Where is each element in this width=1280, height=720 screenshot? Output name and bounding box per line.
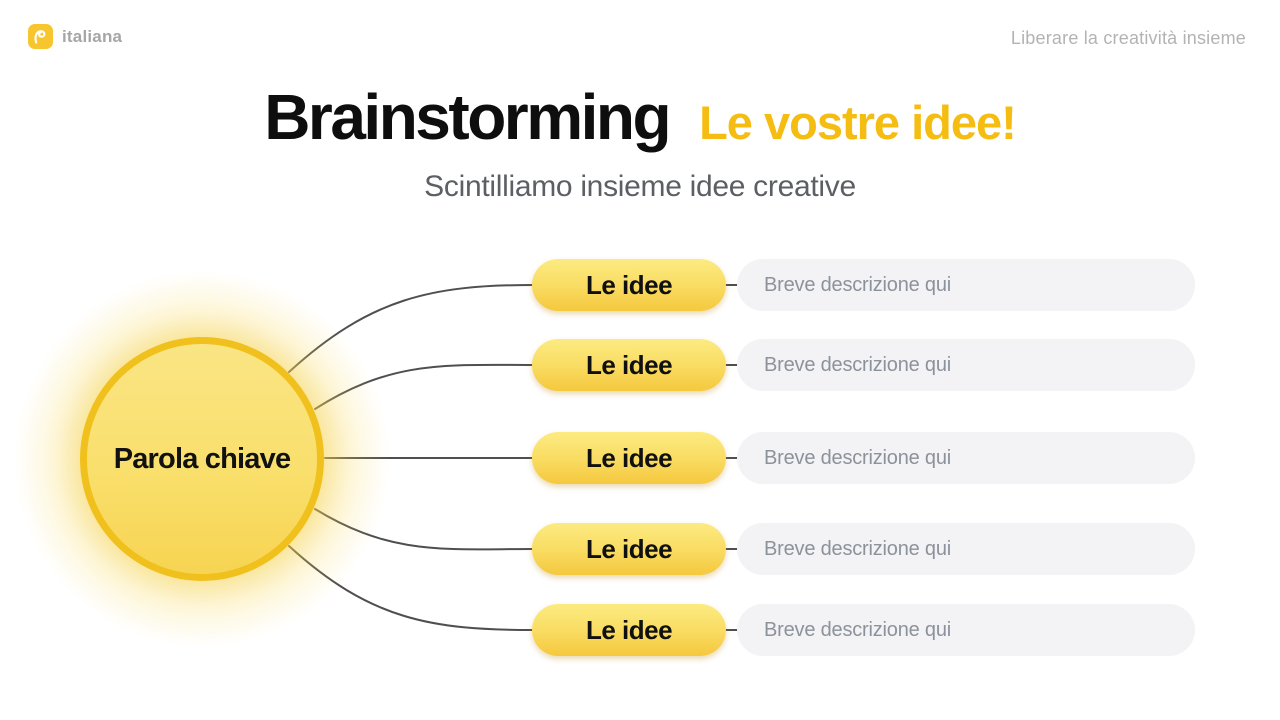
idea-pill[interactable]: Le idee bbox=[532, 432, 726, 484]
idea-pill[interactable]: Le idee bbox=[532, 339, 726, 391]
connector-line bbox=[288, 545, 534, 631]
brand: italiana bbox=[28, 24, 122, 49]
description-text: Breve descrizione qui bbox=[764, 618, 952, 641]
idea-pill[interactable]: Le idee bbox=[532, 604, 726, 656]
branch-row: Le idee Breve descrizione qui bbox=[532, 259, 1195, 311]
idea-pill-label: Le idee bbox=[585, 614, 673, 645]
description-text: Breve descrizione qui bbox=[764, 273, 952, 296]
keyword-node[interactable]: Parola chiave bbox=[80, 337, 324, 581]
idea-pill-label: Le idee bbox=[585, 349, 673, 380]
description-box[interactable]: Breve descrizione qui bbox=[737, 523, 1195, 575]
connector-line bbox=[314, 508, 534, 551]
connector-line bbox=[288, 284, 534, 373]
idea-pill-label: Le idee bbox=[585, 269, 673, 300]
title-block: Brainstorming Le vostre idee! Scintillia… bbox=[0, 80, 1280, 204]
branch-row: Le idee Breve descrizione qui bbox=[532, 339, 1195, 391]
idea-pill-label: Le idee bbox=[585, 533, 673, 564]
description-box[interactable]: Breve descrizione qui bbox=[737, 339, 1195, 391]
description-text: Breve descrizione qui bbox=[764, 446, 952, 469]
branch-row: Le idee Breve descrizione qui bbox=[532, 432, 1195, 484]
page-title: Brainstorming bbox=[264, 81, 671, 153]
idea-pill[interactable]: Le idee bbox=[532, 523, 726, 575]
page-subtitle: Scintilliamo insieme idee creative bbox=[424, 170, 856, 203]
connector-line bbox=[314, 363, 534, 410]
description-text: Breve descrizione qui bbox=[764, 353, 952, 376]
description-box[interactable]: Breve descrizione qui bbox=[737, 604, 1195, 656]
branch-row: Le idee Breve descrizione qui bbox=[532, 604, 1195, 656]
idea-pill[interactable]: Le idee bbox=[532, 259, 726, 311]
description-box[interactable]: Breve descrizione qui bbox=[737, 259, 1195, 311]
logo-icon bbox=[28, 24, 53, 49]
description-box[interactable]: Breve descrizione qui bbox=[737, 432, 1195, 484]
idea-pill-label: Le idee bbox=[585, 442, 673, 473]
description-text: Breve descrizione qui bbox=[764, 537, 952, 560]
page-title-accent: Le vostre idee! bbox=[699, 96, 1017, 149]
brand-name: italiana bbox=[62, 26, 123, 46]
header-tagline: Liberare la creatività insieme bbox=[1010, 28, 1246, 48]
keyword-label: Parola chiave bbox=[113, 442, 291, 475]
branch-row: Le idee Breve descrizione qui bbox=[532, 523, 1195, 575]
